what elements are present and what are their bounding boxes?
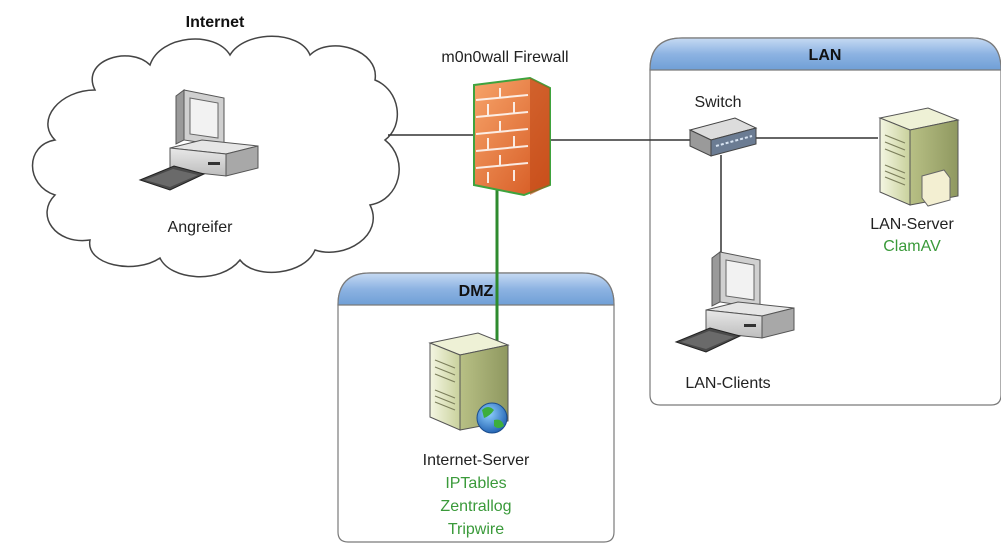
software-clamav: ClamAV (883, 238, 941, 255)
lan-server-icon (878, 107, 960, 207)
zone-title-lan: LAN (809, 47, 842, 64)
label-internet-server: Internet-Server (423, 452, 530, 469)
label-switch: Switch (694, 94, 741, 111)
label-attacker: Angreifer (168, 219, 234, 236)
label-firewall: m0n0wall Firewall (441, 49, 568, 66)
switch-icon (688, 117, 758, 157)
label-lan-server: LAN-Server (870, 216, 954, 233)
lan-zone-header (649, 37, 1001, 71)
zone-title-dmz: DMZ (459, 283, 494, 300)
software-iptables: IPTables (445, 475, 506, 492)
globe-icon (476, 402, 508, 434)
lan-clients-pc-icon (674, 251, 795, 353)
software-tripwire: Tripwire (448, 521, 504, 538)
dmz-zone-header (337, 272, 615, 306)
label-lan-clients: LAN-Clients (685, 375, 770, 392)
firewall-icon (473, 76, 551, 197)
software-zentrallog: Zentrallog (440, 498, 511, 515)
network-links (388, 134, 878, 345)
attacker-pc-icon (138, 89, 259, 191)
zone-title-internet: Internet (186, 14, 245, 31)
